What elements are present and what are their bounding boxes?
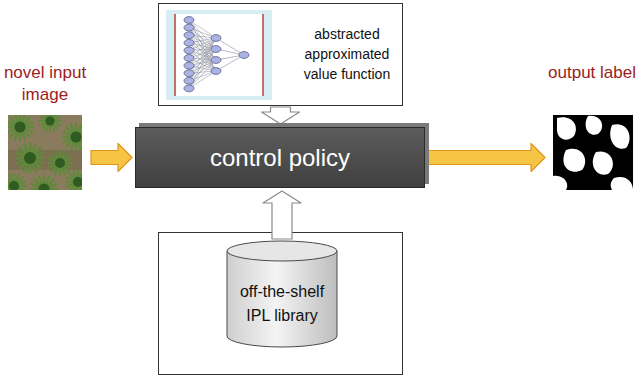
cylinder-top xyxy=(227,241,337,261)
network-neuron xyxy=(184,39,194,46)
card-edge xyxy=(174,14,176,96)
library-cylinder: off-the-shelf IPL library xyxy=(226,240,338,348)
card-edge xyxy=(262,14,264,96)
network-link xyxy=(216,38,244,55)
network-neuron xyxy=(184,17,194,24)
cylinder-body xyxy=(227,251,337,347)
network-neuron xyxy=(239,52,249,59)
network-neuron xyxy=(184,77,194,84)
node-label: abstracted approximated value function xyxy=(297,24,397,84)
output-label-node: output label xyxy=(548,62,636,190)
network-neuron xyxy=(184,62,194,69)
block-arrow xyxy=(263,191,301,239)
node-label: off-the-shelf IPL library xyxy=(230,280,334,328)
block-arrow xyxy=(427,144,545,172)
network-neuron xyxy=(211,57,221,64)
library-frame xyxy=(159,233,403,375)
network-link xyxy=(216,55,244,71)
node-label: novel input image xyxy=(1,62,89,106)
network-neuron xyxy=(184,47,194,54)
network-neuron xyxy=(184,70,194,77)
input-image-node: novel input image xyxy=(1,62,89,190)
node-label: output label xyxy=(548,62,636,84)
network-neuron xyxy=(184,24,194,31)
network-panel xyxy=(166,10,272,100)
node-label: control policy xyxy=(210,144,350,172)
network-neuron xyxy=(184,55,194,62)
network-neuron xyxy=(184,85,194,92)
input-photo xyxy=(8,115,82,190)
neural-network-icon xyxy=(184,17,249,92)
network-neuron xyxy=(211,46,221,53)
control-policy-box: control policy xyxy=(135,127,425,188)
network-card xyxy=(175,14,263,96)
network-neuron xyxy=(184,32,194,39)
network-neuron xyxy=(211,35,221,42)
block-arrow xyxy=(91,144,132,172)
network-neuron xyxy=(211,68,221,75)
value-function-box: abstracted approximated value function xyxy=(158,3,403,106)
output-mask xyxy=(553,115,633,190)
block-arrow xyxy=(262,107,300,124)
